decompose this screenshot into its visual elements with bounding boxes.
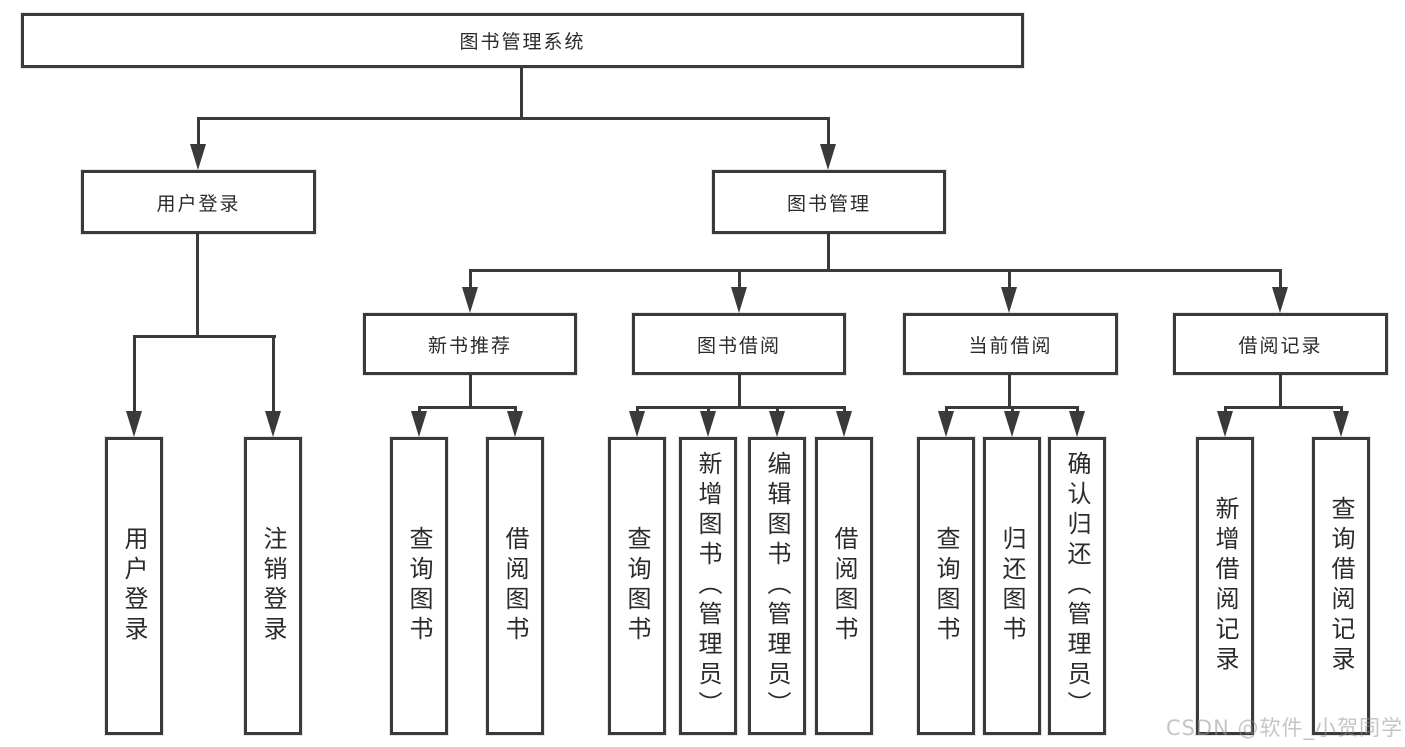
leaf-logout: 注销登录 bbox=[244, 437, 302, 735]
leaf-return-books: 归还图书 bbox=[983, 437, 1041, 735]
leaf-label: 查询图书 bbox=[932, 526, 960, 646]
connector-arrowhead-down bbox=[507, 411, 523, 437]
connector-arrowhead-down bbox=[462, 287, 478, 313]
connector-line bbox=[1224, 406, 1343, 409]
leaf-label: 查询借阅记录 bbox=[1327, 496, 1355, 676]
node-label: 借阅记录 bbox=[1238, 334, 1323, 357]
node-label: 图书管理 bbox=[786, 192, 871, 215]
node-label: 当前借阅 bbox=[968, 334, 1053, 357]
leaf-add-book-admin: 新增图书（管理员） bbox=[679, 437, 737, 735]
connector-line bbox=[469, 271, 472, 290]
leaf-user-login: 用户登录 bbox=[105, 437, 163, 735]
connector-arrowhead-down bbox=[731, 287, 747, 313]
root-node-label: 图书管理系统 bbox=[459, 31, 586, 53]
node-borrow-records: 借阅记录 bbox=[1173, 313, 1388, 375]
connector-line bbox=[197, 117, 830, 120]
connector-line bbox=[133, 337, 136, 414]
leaf-edit-book-admin: 编辑图书（管理员） bbox=[748, 437, 806, 735]
connector-line bbox=[945, 406, 1079, 409]
leaf-label: 用户登录 bbox=[120, 526, 148, 646]
connector-arrowhead-down bbox=[1217, 411, 1233, 437]
connector-arrowhead-down bbox=[938, 411, 954, 437]
connector-line bbox=[827, 119, 830, 148]
connector-line bbox=[827, 234, 830, 271]
leaf-label: 新增借阅记录 bbox=[1211, 496, 1239, 676]
leaf-confirm-return-admin: 确认归还（管理员） bbox=[1048, 437, 1106, 735]
connector-line bbox=[418, 406, 517, 409]
leaf-label: 借阅图书 bbox=[830, 526, 858, 646]
connector-arrowhead-down bbox=[1333, 411, 1349, 437]
connector-arrowhead-down bbox=[411, 411, 427, 437]
node-book-management: 图书管理 bbox=[712, 170, 946, 234]
node-label: 图书借阅 bbox=[696, 334, 781, 357]
connector-arrowhead-down bbox=[820, 144, 836, 170]
connector-line bbox=[196, 234, 199, 338]
leaf-label: 借阅图书 bbox=[501, 526, 529, 646]
leaf-label: 查询图书 bbox=[405, 526, 433, 646]
connector-arrowhead-down bbox=[629, 411, 645, 437]
leaf-query-books-borrow: 查询图书 bbox=[608, 437, 666, 735]
connector-arrowhead-down bbox=[836, 411, 852, 437]
connector-line bbox=[1279, 375, 1282, 408]
connector-arrowhead-down bbox=[1272, 287, 1288, 313]
connector-line bbox=[197, 119, 200, 148]
connector-line bbox=[520, 68, 523, 120]
connector-arrowhead-down bbox=[190, 144, 206, 170]
leaf-label: 编辑图书（管理员） bbox=[763, 451, 791, 721]
connector-line bbox=[738, 375, 741, 408]
leaf-label: 归还图书 bbox=[998, 526, 1026, 646]
connector-line bbox=[1008, 375, 1011, 408]
node-label: 新书推荐 bbox=[427, 334, 512, 357]
node-user-login: 用户登录 bbox=[81, 170, 316, 234]
leaf-query-books-current: 查询图书 bbox=[917, 437, 975, 735]
node-label: 用户登录 bbox=[156, 192, 241, 215]
connector-line bbox=[272, 337, 275, 414]
leaf-label: 查询图书 bbox=[623, 526, 651, 646]
leaf-label: 确认归还（管理员） bbox=[1063, 451, 1091, 721]
node-new-book-recommend: 新书推荐 bbox=[363, 313, 577, 375]
leaf-label: 注销登录 bbox=[259, 526, 287, 646]
leaf-borrow-books-recommend: 借阅图书 bbox=[486, 437, 544, 735]
connector-arrowhead-down bbox=[1004, 411, 1020, 437]
connector-line bbox=[738, 271, 741, 290]
connector-line bbox=[133, 335, 276, 338]
connector-arrowhead-down bbox=[265, 411, 281, 437]
connector-arrowhead-down bbox=[126, 411, 142, 437]
leaf-query-books-recommend: 查询图书 bbox=[390, 437, 448, 735]
leaf-add-borrow-record: 新增借阅记录 bbox=[1196, 437, 1254, 735]
node-current-borrow: 当前借阅 bbox=[903, 313, 1118, 375]
connector-arrowhead-down bbox=[1069, 411, 1085, 437]
connector-line bbox=[1279, 271, 1282, 290]
connector-arrowhead-down bbox=[1001, 287, 1017, 313]
root-node-library-system: 图书管理系统 bbox=[21, 13, 1024, 68]
connector-line bbox=[1008, 271, 1011, 290]
watermark: CSDN @软件_小贺同学 bbox=[1165, 716, 1403, 740]
node-book-borrow: 图书借阅 bbox=[632, 313, 846, 375]
connector-line bbox=[469, 269, 1282, 272]
leaf-query-borrow-record: 查询借阅记录 bbox=[1312, 437, 1370, 735]
leaf-borrow-books: 借阅图书 bbox=[815, 437, 873, 735]
connector-line bbox=[469, 375, 472, 408]
connector-arrowhead-down bbox=[700, 411, 716, 437]
connector-line bbox=[636, 406, 846, 409]
connector-arrowhead-down bbox=[769, 411, 785, 437]
leaf-label: 新增图书（管理员） bbox=[694, 451, 722, 721]
